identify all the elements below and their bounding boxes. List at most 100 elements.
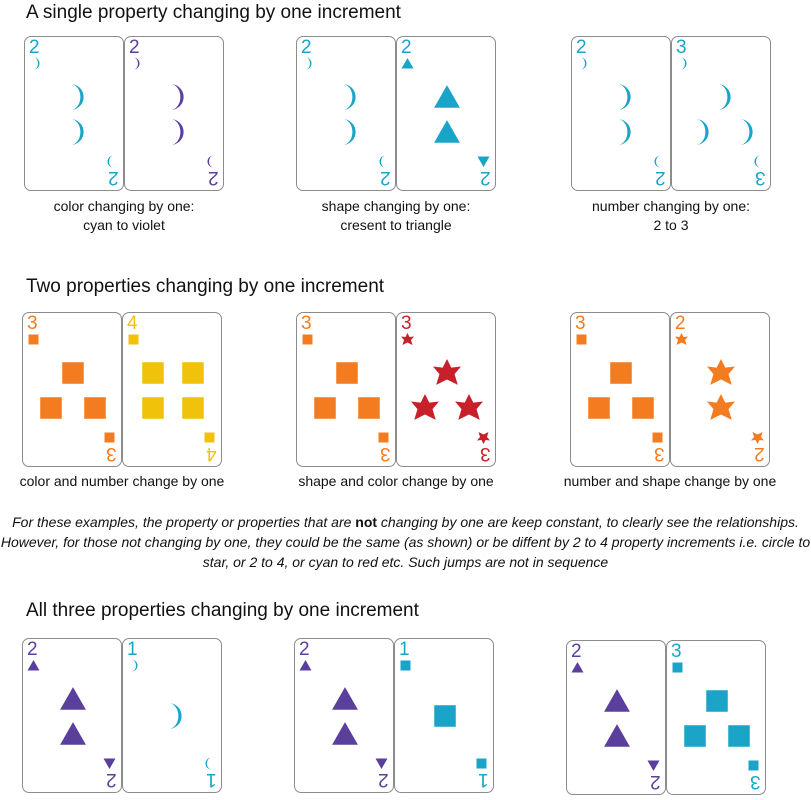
card-number-bottom: 2 xyxy=(480,167,491,188)
crescent-icon xyxy=(333,118,361,151)
triangle-icon xyxy=(433,118,461,151)
example-caption: color and number change by one xyxy=(0,472,252,491)
card-number-top: 2 xyxy=(401,37,412,58)
square-icon xyxy=(103,426,116,444)
square-icon xyxy=(355,394,383,427)
square-icon xyxy=(725,722,753,755)
card-number-bottom: 2 xyxy=(106,769,117,790)
star-icon xyxy=(401,333,414,351)
note-text-2: changing by one are keep constant, to cl… xyxy=(0,514,811,570)
square-icon xyxy=(703,687,731,720)
card-number-bottom: 3 xyxy=(755,167,766,188)
card-number-top: 2 xyxy=(675,313,686,334)
triangle-icon xyxy=(603,687,631,720)
example-caption: shape changing by one:cresent to triangl… xyxy=(266,197,526,235)
card-number-bottom: 3 xyxy=(380,443,391,464)
square-icon xyxy=(179,394,207,427)
crescent-icon xyxy=(652,150,665,168)
card-number-top: 2 xyxy=(301,37,312,58)
square-icon xyxy=(399,659,412,677)
card-number-bottom: 2 xyxy=(208,167,219,188)
section-title-two: Two properties changing by one increment xyxy=(26,276,385,297)
triangle-icon xyxy=(477,150,490,168)
example-caption: number and shape change by one xyxy=(540,472,800,491)
card-number-top: 3 xyxy=(301,313,312,334)
crescent-icon xyxy=(608,83,636,116)
crescent-icon xyxy=(61,118,89,151)
note-emphasis: not xyxy=(355,514,378,530)
crescent-icon xyxy=(686,118,714,151)
card-number-top: 2 xyxy=(576,37,587,58)
note-text-1: For these examples, the property or prop… xyxy=(12,514,356,530)
square-icon xyxy=(81,394,109,427)
card-number-top: 2 xyxy=(571,641,582,662)
caption-line-2: cyan to violet xyxy=(83,217,165,233)
section-title-three: All three properties changing by one inc… xyxy=(26,600,419,621)
crescent-icon xyxy=(127,659,140,677)
caption-line-2: cresent to triangle xyxy=(340,217,452,233)
example-caption: shape and color change by one xyxy=(266,472,526,491)
star-icon xyxy=(455,394,483,427)
triangle-icon xyxy=(603,722,631,755)
card-number-bottom: 2 xyxy=(108,167,119,188)
triangle-icon xyxy=(331,685,359,718)
card-number-top: 3 xyxy=(575,313,586,334)
triangle-icon xyxy=(59,720,87,753)
triangle-icon xyxy=(647,754,660,772)
star-icon xyxy=(751,426,764,444)
card-number-top: 2 xyxy=(29,37,40,58)
star-icon xyxy=(411,394,439,427)
square-icon xyxy=(127,333,140,351)
square-icon xyxy=(607,359,635,392)
card-number-top: 3 xyxy=(27,313,38,334)
card-number-top: 4 xyxy=(127,313,138,334)
crescent-icon xyxy=(377,150,390,168)
crescent-icon xyxy=(730,118,758,151)
crescent-icon xyxy=(333,83,361,116)
crescent-icon xyxy=(203,752,216,770)
caption-line-1: number and shape change by one xyxy=(563,473,777,489)
square-icon xyxy=(333,359,361,392)
card-number-top: 3 xyxy=(671,641,682,662)
square-icon xyxy=(139,394,167,427)
triangle-icon xyxy=(299,659,312,677)
square-icon xyxy=(585,394,613,427)
caption-line-1: color and number change by one xyxy=(19,473,225,489)
crescent-icon xyxy=(161,83,189,116)
square-icon xyxy=(575,333,588,351)
square-icon xyxy=(651,426,664,444)
square-icon xyxy=(311,394,339,427)
card-number-bottom: 2 xyxy=(650,771,661,792)
explanation-note: For these examples, the property or prop… xyxy=(0,512,811,572)
triangle-icon xyxy=(433,83,461,116)
card-number-bottom: 3 xyxy=(480,443,491,464)
triangle-icon xyxy=(331,720,359,753)
star-icon xyxy=(433,359,461,392)
triangle-icon xyxy=(375,752,388,770)
triangle-icon xyxy=(59,685,87,718)
crescent-icon xyxy=(576,57,589,75)
card-number-bottom: 2 xyxy=(380,167,391,188)
star-icon xyxy=(707,359,735,392)
card-number-bottom: 3 xyxy=(750,771,761,792)
crescent-icon xyxy=(205,150,218,168)
card-number-top: 1 xyxy=(127,639,138,660)
triangle-icon xyxy=(571,661,584,679)
crescent-icon xyxy=(61,83,89,116)
card-number-top: 3 xyxy=(676,37,687,58)
example-caption: number changing by one:2 to 3 xyxy=(541,197,801,235)
square-icon xyxy=(629,394,657,427)
crescent-icon xyxy=(752,150,765,168)
square-icon xyxy=(747,754,760,772)
card-number-bottom: 2 xyxy=(655,167,666,188)
